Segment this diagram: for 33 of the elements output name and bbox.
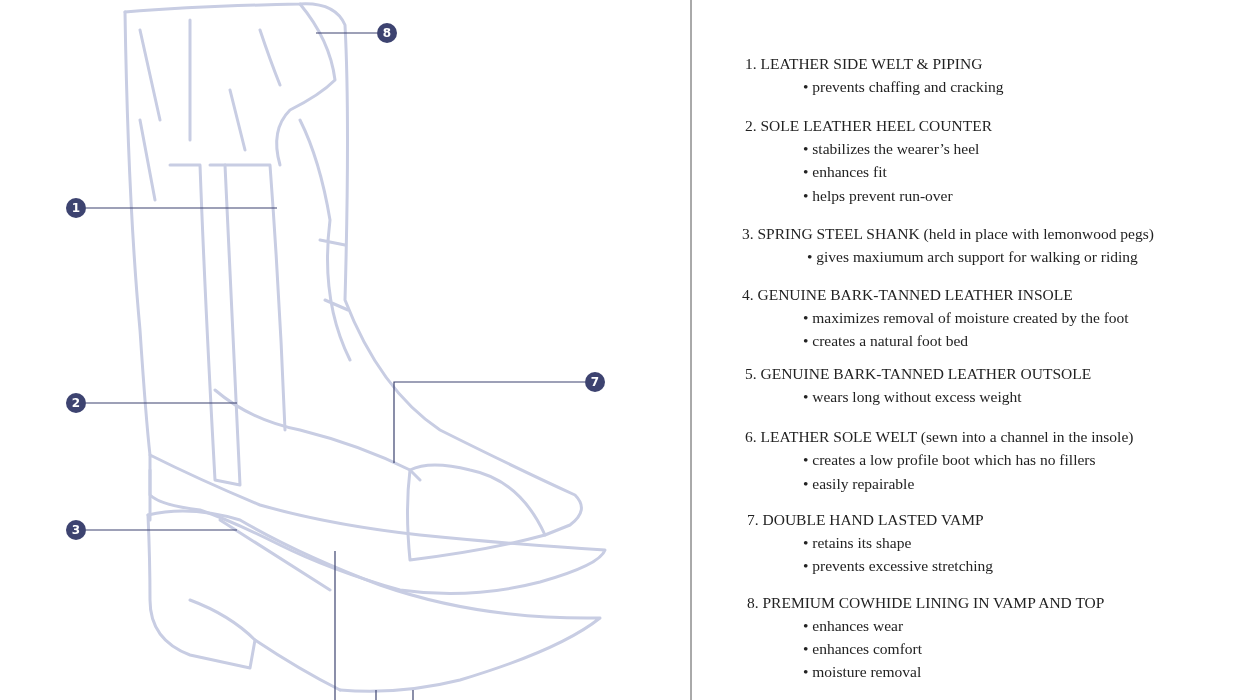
feature-heading: 7. DOUBLE HAND LASTED VAMP xyxy=(747,510,984,530)
leader-line xyxy=(315,32,378,34)
feature-heading: 8. PREMIUM COWHIDE LINING IN VAMP AND TOP xyxy=(747,593,1105,613)
bullet-point: • easily repairable xyxy=(803,474,915,494)
bullet-point: • enhances comfort xyxy=(803,639,923,659)
feature-heading: 3. SPRING STEEL SHANK (held in place with lemonwood pegs) xyxy=(742,224,1154,244)
feature-heading: 5. GENUINE BARK-TANNED LEATHER OUTSOLE xyxy=(745,364,1092,384)
leader-line xyxy=(85,529,238,531)
leader-line xyxy=(393,381,586,464)
bullet-point: • enhances wear xyxy=(803,616,904,636)
callout-number: 2 xyxy=(66,393,86,413)
bullet-point: • enhances fit xyxy=(803,162,887,182)
bullet-point: • retains its shape xyxy=(803,533,912,553)
bullet-point: • stabilizes the wearer’s heel xyxy=(803,139,980,159)
feature-heading: 6. LEATHER SOLE WELT (sewn into a channel in the insole) xyxy=(745,427,1134,447)
leader-line xyxy=(85,207,278,209)
callout-number: 1 xyxy=(66,198,86,218)
callout-number: 8 xyxy=(377,23,397,43)
bullet-point: • maximizes removal of moisture created by the foot xyxy=(803,308,1129,328)
bullet-point: • prevents excessive stretching xyxy=(803,556,994,576)
callout-number: 7 xyxy=(585,372,605,392)
leader-line xyxy=(85,402,238,404)
bullet-point: • prevents chaffing and cracking xyxy=(803,77,1004,97)
bullet-point: • moisture removal xyxy=(803,662,922,682)
bullet-point: • gives maxiumum arch support for walking or riding xyxy=(807,247,1138,267)
feature-heading: 2. SOLE LEATHER HEEL COUNTER xyxy=(745,116,992,136)
feature-heading: 4. GENUINE BARK-TANNED LEATHER INSOLE xyxy=(742,285,1073,305)
bullet-point: • creates a natural foot bed xyxy=(803,331,969,351)
feature-heading: 1. LEATHER SIDE WELT & PIPING xyxy=(745,54,983,74)
bullet-point: • wears long without excess weight xyxy=(803,387,1022,407)
bullet-point: • creates a low profile boot which has no fillers xyxy=(803,450,1096,470)
bullet-point: • helps prevent run-over xyxy=(803,186,953,206)
callout-number: 3 xyxy=(66,520,86,540)
